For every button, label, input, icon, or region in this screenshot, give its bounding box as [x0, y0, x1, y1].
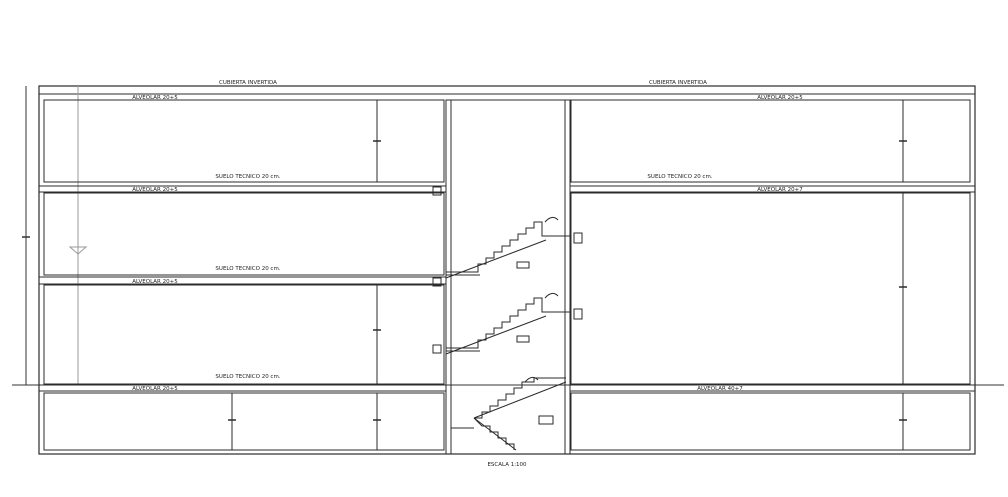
label-ground-right: ALVEOLAR 40+7	[697, 386, 743, 392]
label-tech-floor-3: SUELO TECNICO 20 cm.	[215, 374, 280, 380]
room-left-top	[43, 99, 445, 183]
room-right-top	[570, 99, 971, 183]
room-left-middle	[43, 284, 445, 385]
left-block	[39, 99, 446, 451]
label-floor2-right: ALVEOLAR 20+7	[757, 187, 803, 193]
room-left-ground	[43, 392, 445, 451]
level-marker-icon	[68, 246, 88, 255]
room-left-upper	[43, 192, 445, 276]
roof-slab	[38, 85, 976, 95]
stair-flight-upper	[446, 221, 570, 273]
stair-core	[432, 99, 583, 455]
right-block	[570, 99, 975, 451]
stair-flight-middle	[446, 297, 570, 349]
label-floor2-left: ALVEOLAR 20+5	[132, 187, 178, 193]
drawing-scale: ESCALA 1:100	[487, 462, 527, 468]
building-outline	[38, 85, 976, 455]
label-roof-right: CUBIERTA INVERTIDA	[649, 80, 707, 86]
label-roof-left: CUBIERTA INVERTIDA	[219, 80, 277, 86]
label-floor1-left: ALVEOLAR 20+5	[132, 279, 178, 285]
label-floor3-right: ALVEOLAR 20+5	[757, 95, 803, 101]
label-floor3-left: ALVEOLAR 20+5	[132, 95, 178, 101]
label-tech-floor-2: SUELO TECNICO 20 cm.	[215, 266, 280, 272]
stair-flight-ground	[474, 377, 566, 419]
stair-shaft	[445, 99, 571, 455]
room-right-large	[570, 192, 971, 385]
label-tech-floor-1: SUELO TECNICO 20 cm.	[215, 174, 280, 180]
label-ground-left: ALVEOLAR 20+5	[132, 386, 178, 392]
label-tech-floor-right: SUELO TECNICO 20 cm.	[647, 174, 712, 180]
room-right-ground	[570, 392, 971, 451]
